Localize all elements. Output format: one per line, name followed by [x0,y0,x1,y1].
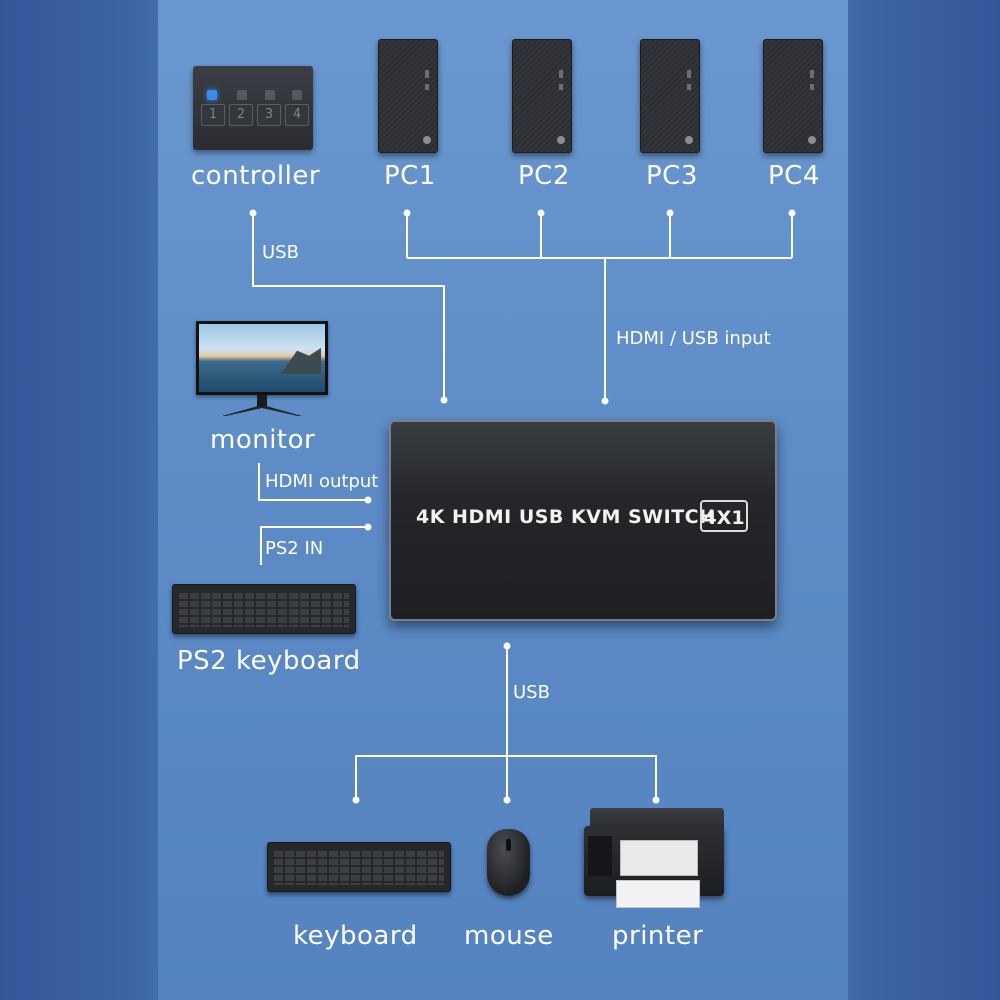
dot [364,523,372,531]
ps2-in-line [260,526,368,565]
pc2-tower [512,39,572,153]
controller-button-1: 1 [201,104,225,126]
pc3-tower [640,39,700,153]
pc2-label: PC2 [518,161,570,191]
monitor-stand [257,395,267,407]
controller-label: controller [191,161,321,191]
dot [666,209,674,217]
dot [788,209,796,217]
led-indicator-active [207,90,217,100]
dot [601,397,609,405]
kvm-switch-badge: 4X1 [700,500,748,532]
printer-paper [620,840,698,876]
ps2-keyboard-device [172,584,356,634]
pc4-label: PC4 [768,161,820,191]
hdmi-output-label: HDMI output [265,471,379,492]
printer-control-panel [588,836,612,876]
controller-button-2: 2 [229,104,253,126]
printer-output-tray [616,880,700,908]
hdmi-usb-input-label: HDMI / USB input [616,328,771,349]
dot [652,796,660,804]
dot [364,496,372,504]
mouse-device [487,829,530,896]
controller-button-3: 3 [257,104,281,126]
controller-usb-line [252,213,445,398]
keyboard-device [267,842,451,892]
printer-scanner-lid [590,808,724,830]
printer-label: printer [612,921,704,951]
ps2-keyboard-label: PS2 keyboard [177,646,361,676]
dot [352,796,360,804]
dot [537,209,545,217]
controller-usb-label: USB [262,242,299,263]
led-indicator [237,90,247,100]
monitor-label: monitor [210,425,316,455]
dot [503,642,511,650]
led-indicator [292,90,302,100]
monitor-device [196,321,328,395]
controller-device: 1 2 3 4 [193,66,313,150]
led-indicator [265,90,275,100]
dot [503,796,511,804]
dot [249,209,257,217]
keyboard-label: keyboard [293,921,418,951]
pc1-label: PC1 [384,161,436,191]
usb-bottom-label: USB [513,682,550,703]
kvm-switch-device [389,420,777,621]
pc4-tower [763,39,823,153]
controller-button-4: 4 [285,104,309,126]
mouse-label: mouse [464,921,554,951]
dot [403,209,411,217]
hdmi-output-line [258,463,368,501]
pc1-tower [378,39,438,153]
usb-branch-line [355,755,657,800]
dot [440,396,448,404]
ps2-in-label: PS2 IN [265,538,324,559]
kvm-switch-title: 4K HDMI USB KVM SWITCH [416,506,716,528]
pc3-label: PC3 [646,161,698,191]
